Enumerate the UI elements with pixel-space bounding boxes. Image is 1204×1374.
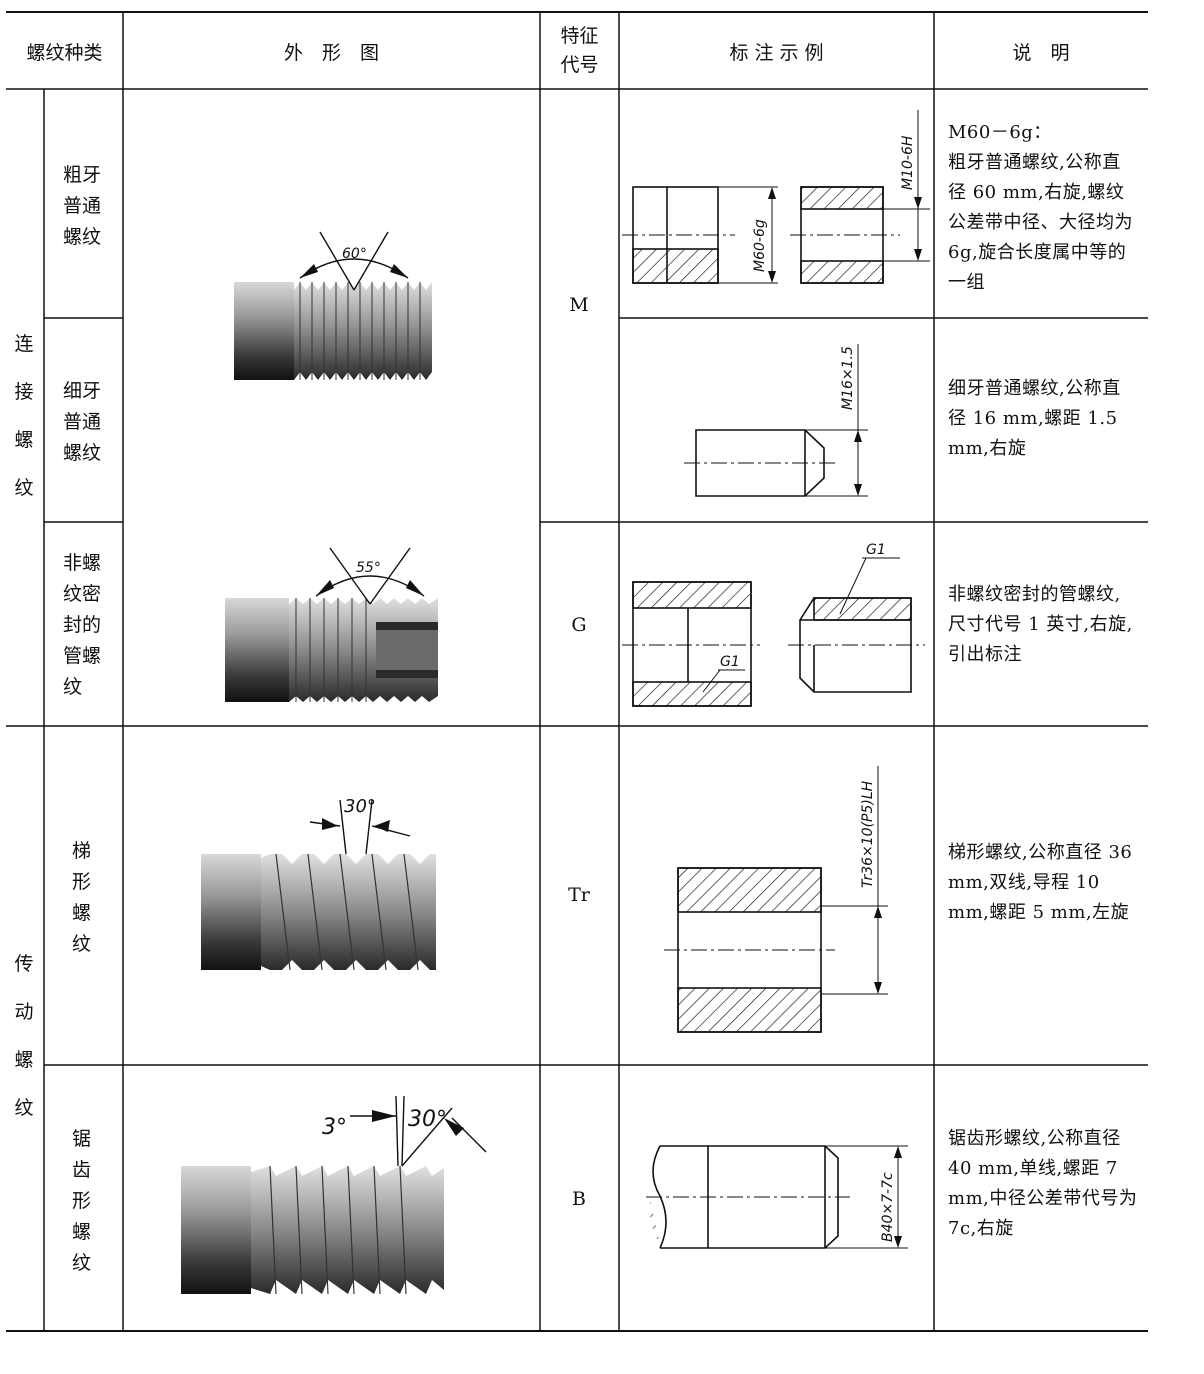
header-code: 特征 代号 — [560, 25, 599, 76]
header-note: 说 明 — [1012, 42, 1070, 64]
drawing-m10 — [790, 110, 930, 284]
angle-30-label: 30° — [344, 796, 376, 817]
desc-fine: 细牙普通螺纹,公称直径 16 mm,螺距 1.5 mm,右旋 — [948, 378, 1121, 459]
drawing-tr — [664, 766, 888, 1033]
dim-m16: M16×1.5 — [840, 346, 856, 410]
dim-g1-external: G1 — [866, 542, 886, 558]
code-m: M — [569, 294, 589, 316]
metric-thread-picture: 60° — [234, 231, 432, 380]
desc-pipe: 非螺纹密封的管螺纹,尺寸代号 1 英寸,右旋,引出标注 — [948, 584, 1133, 665]
desc-buttress: 锯齿形螺纹,公称直径 40 mm,单线,螺距 7 mm,中径公差带代号为 7c,… — [948, 1128, 1138, 1239]
dim-m10: M10-6H — [900, 135, 916, 190]
desc-trapezoid: 梯形螺纹,公称直径 36 mm,双线,导程 10 mm,螺距 5 mm,左旋 — [948, 842, 1133, 923]
header-shape: 外 形 图 — [283, 42, 379, 64]
dim-tr: Tr36×10(P5)LH — [860, 780, 876, 888]
angle-30b-label: 30° — [408, 1107, 447, 1132]
drawing-m60 — [622, 186, 778, 284]
angle-3-label: 3° — [322, 1115, 347, 1140]
row-name-pipe: 非螺 纹密 封的 管螺 纹 — [63, 552, 102, 698]
drawing-b40 — [646, 1145, 908, 1249]
code-g: G — [571, 614, 587, 636]
dim-b40: B40×7-7c — [880, 1172, 896, 1242]
angle-55-label: 55° — [356, 560, 381, 576]
row-name-fine: 细牙 普通 螺纹 — [63, 380, 102, 464]
drawing-g1-external — [788, 557, 925, 693]
angle-60-label: 60° — [342, 246, 367, 262]
group-connection: 连 接 螺 纹 — [14, 333, 34, 499]
group-transmission: 传 动 螺 纹 — [14, 953, 34, 1119]
code-tr: Tr — [568, 884, 590, 906]
trapezoid-thread-picture: 30° — [201, 796, 436, 971]
code-b: B — [572, 1188, 586, 1210]
drawing-m16 — [684, 344, 868, 497]
desc-coarse: M60－6g： 粗牙普通螺纹,公称直径 60 mm,右旋,螺纹公差带中径、大径均… — [948, 122, 1133, 293]
buttress-thread-picture: 3° 30° — [181, 1095, 487, 1295]
dim-g1-internal: G1 — [720, 654, 740, 670]
row-name-buttress: 锯 齿 形 螺 纹 — [72, 1128, 92, 1274]
header-example: 标 注 示 例 — [729, 42, 824, 64]
drawing-g1-internal — [622, 581, 760, 707]
row-name-trapezoid: 梯 形 螺 纹 — [72, 840, 92, 955]
dim-m60: M60-6g — [752, 219, 768, 272]
header-type: 螺纹种类 — [26, 42, 103, 64]
pipe-thread-picture: 55° — [225, 547, 438, 702]
row-name-coarse: 粗牙 普通 螺纹 — [63, 164, 102, 248]
